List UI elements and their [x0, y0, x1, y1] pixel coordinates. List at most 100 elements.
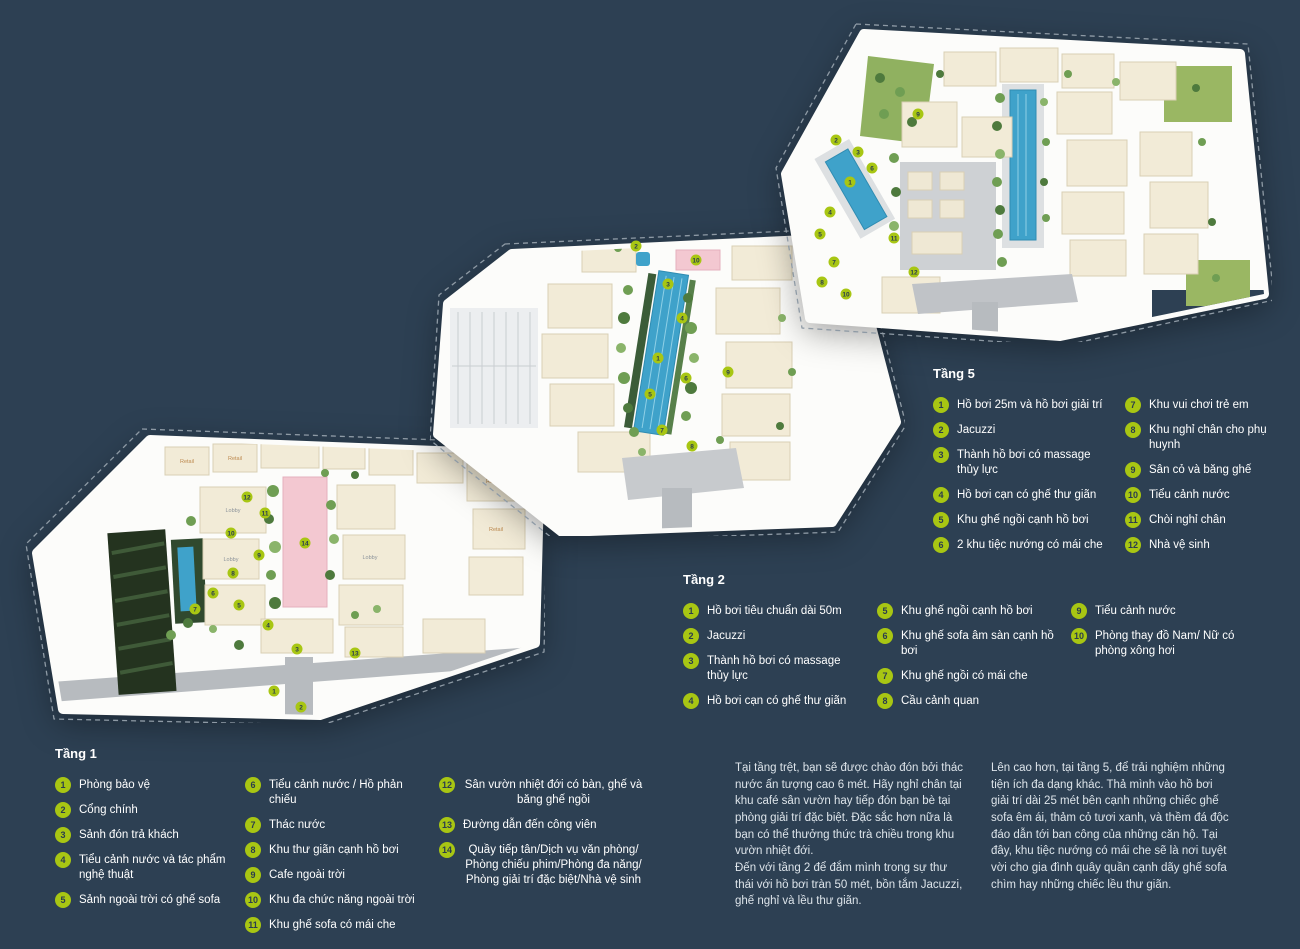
legend-number-badge: 2: [933, 422, 949, 438]
svg-text:7: 7: [660, 428, 664, 435]
svg-text:2: 2: [834, 138, 838, 145]
svg-text:6: 6: [684, 376, 688, 383]
legend-number-badge: 6: [877, 628, 893, 644]
svg-text:4: 4: [680, 316, 684, 323]
paragraph-floor-2: Đến với tầng 2 để đắm mình trong sự thư …: [735, 862, 963, 908]
legend-item-label: Tiểu cảnh nước và tác phẩm nghệ thuật: [79, 854, 226, 881]
legend-number-badge: 10: [245, 891, 261, 908]
svg-text:1: 1: [848, 180, 852, 187]
legend-number-badge: 1: [933, 397, 949, 413]
legend-item-label: Khu ghế ngồi có mái che: [901, 669, 1028, 682]
paragraph-floor-5: Lên cao hơn, tại tầng 5, để trải nghiệm …: [991, 762, 1229, 891]
legend-item: 4 Tiểu cảnh nước và tác phẩm nghệ thuật: [55, 852, 233, 883]
legend-number-badge: 7: [1125, 397, 1141, 413]
plan-markers-tang1: 1 2 3 4 5 6 7 8 9 10 11 12 13 14: [189, 491, 361, 713]
legend-number-badge: 3: [683, 653, 699, 669]
legend-number-badge: 14: [439, 841, 455, 858]
svg-text:14: 14: [301, 541, 309, 548]
legend-item-label: Hồ bơi cạn có ghế thư giãn: [707, 694, 847, 707]
paragraph-ground-floor: Tại tầng trệt, bạn sẽ được chào đón bởi …: [735, 762, 963, 858]
legend-number-badge: 9: [245, 866, 261, 883]
legend-item-label: Chòi nghỉ chân: [1149, 513, 1226, 526]
floor-plan-tang2-image: 1 2 3 4 5 6 7 8 9 10: [430, 227, 905, 536]
plan-markers-tang2: 1 2 3 4 5 6 7 8 9 10: [630, 240, 734, 452]
legend-item: 1 Phòng bảo vệ: [55, 777, 233, 793]
svg-text:9: 9: [916, 112, 920, 119]
legend-number-badge: 8: [877, 692, 893, 709]
description-column-2: Lên cao hơn, tại tầng 5, để trải nghiệm …: [991, 760, 1233, 910]
svg-text:10: 10: [227, 531, 235, 538]
svg-text:6: 6: [211, 591, 215, 598]
legend-item-label: Tiểu cảnh nước: [1095, 605, 1176, 617]
svg-text:13: 13: [351, 651, 359, 658]
legend-item-label: Phòng bảo vệ: [79, 779, 150, 791]
legend-number-badge: 9: [1125, 461, 1141, 478]
plan-markers-tang5: 1 2 3 4 5 6 7 8 9 10 11 12: [814, 108, 924, 300]
svg-text:4: 4: [828, 210, 832, 217]
legend-item-label: Đường dẫn đến công viên: [463, 818, 597, 831]
legend-item: 9 Cafe ngoài trời: [245, 866, 427, 883]
legend-item: 10 Tiểu cảnh nước: [1125, 486, 1293, 503]
legend-item-label: Tiểu cảnh nước: [1149, 488, 1230, 501]
legend-item: 10 Khu đa chức năng ngoài trời: [245, 891, 427, 908]
legend-item-label: Cafe ngoài trời: [269, 868, 345, 881]
svg-text:Lobby: Lobby: [224, 557, 239, 563]
legend-item-label: Khu ghế sofa có mái che: [269, 918, 396, 931]
svg-text:9: 9: [257, 553, 261, 560]
legend-number-badge: 4: [933, 486, 949, 503]
legend-number-badge: 4: [55, 852, 71, 868]
legend-number-badge: 2: [55, 802, 71, 818]
legend-item-label: Sân vườn nhiệt đới có bàn, ghế và băng g…: [464, 779, 643, 806]
svg-text:10: 10: [842, 292, 850, 299]
legend-item-label: Khu nghỉ chân cho phụ huynh: [1149, 424, 1267, 451]
legend-number-badge: 8: [1125, 422, 1141, 438]
legend-item: 2 Cổng chính: [55, 802, 233, 818]
svg-text:Retail: Retail: [228, 456, 242, 462]
legend-number-badge: 5: [877, 603, 893, 619]
plan-boundary-dashed: [775, 23, 1272, 342]
legend-number-badge: 7: [245, 816, 261, 833]
svg-text:7: 7: [193, 607, 197, 614]
svg-text:11: 11: [262, 511, 269, 518]
legend-item-label: Cổng chính: [79, 804, 138, 816]
legend-item-label: Tiểu cảnh nước / Hồ phản chiếu: [269, 779, 403, 806]
svg-text:3: 3: [295, 647, 299, 654]
svg-text:4: 4: [266, 623, 270, 630]
svg-text:5: 5: [237, 603, 241, 610]
svg-text:5: 5: [648, 392, 652, 399]
svg-text:7: 7: [832, 260, 836, 267]
legend-item-label: Quầy tiếp tân/Dịch vụ văn phòng/ Phòng c…: [465, 843, 642, 886]
legend-item-label: Cầu cảnh quan: [901, 694, 980, 707]
svg-text:8: 8: [690, 444, 694, 451]
description-column-1: Tại tầng trệt, bạn sẽ được chào đón bởi …: [735, 760, 967, 910]
svg-text:2: 2: [634, 244, 638, 251]
legend-number-badge: 5: [933, 511, 949, 528]
svg-text:8: 8: [231, 571, 235, 578]
legend-number-badge: 10: [1125, 486, 1141, 503]
legend-number-badge: 1: [55, 777, 71, 793]
legend-item-label: Khu đa chức năng ngoài trời: [269, 893, 415, 906]
